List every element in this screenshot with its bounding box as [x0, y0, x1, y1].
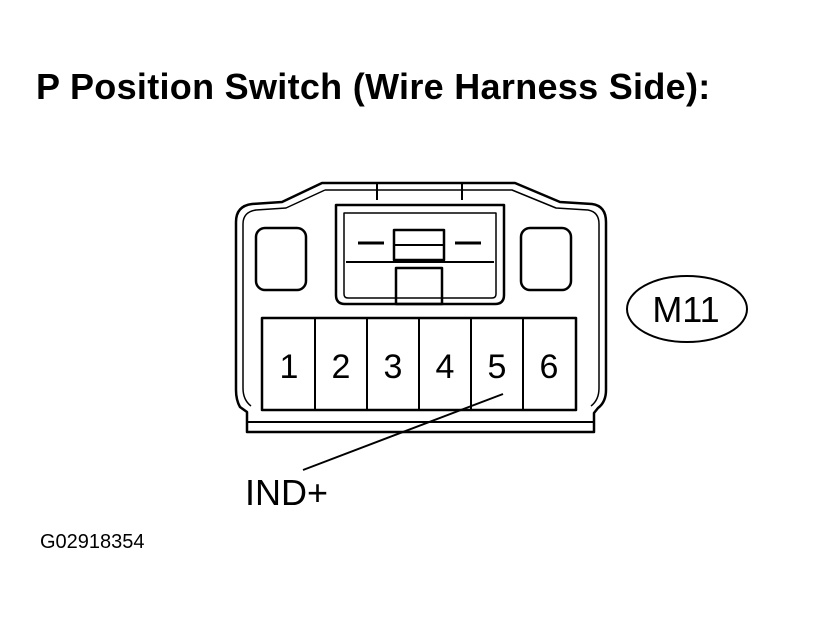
pin-label-6: 6 — [540, 348, 559, 386]
callout-label: IND+ — [245, 472, 328, 513]
pin-label-2: 2 — [332, 348, 351, 386]
connector-code-badge — [626, 275, 748, 343]
pin-label-4: 4 — [436, 348, 455, 386]
left-lock-window — [254, 226, 308, 292]
latch-housing — [334, 203, 506, 306]
figure-code: G02918354 — [40, 531, 145, 553]
callout-leader-line — [302, 393, 504, 471]
pin-label-3: 3 — [384, 348, 403, 386]
connector-housing-outline — [234, 181, 608, 434]
latch-stem — [394, 266, 444, 306]
connector-code-label: M11 — [652, 289, 719, 330]
connector-housing-inner-rim — [242, 189, 600, 407]
latch-housing-inner — [343, 212, 497, 299]
right-lock-window — [519, 226, 573, 292]
pin-label-5: 5 — [488, 348, 507, 386]
page-title: P Position Switch (Wire Harness Side): — [36, 66, 711, 107]
pin-label-1: 1 — [280, 348, 299, 386]
